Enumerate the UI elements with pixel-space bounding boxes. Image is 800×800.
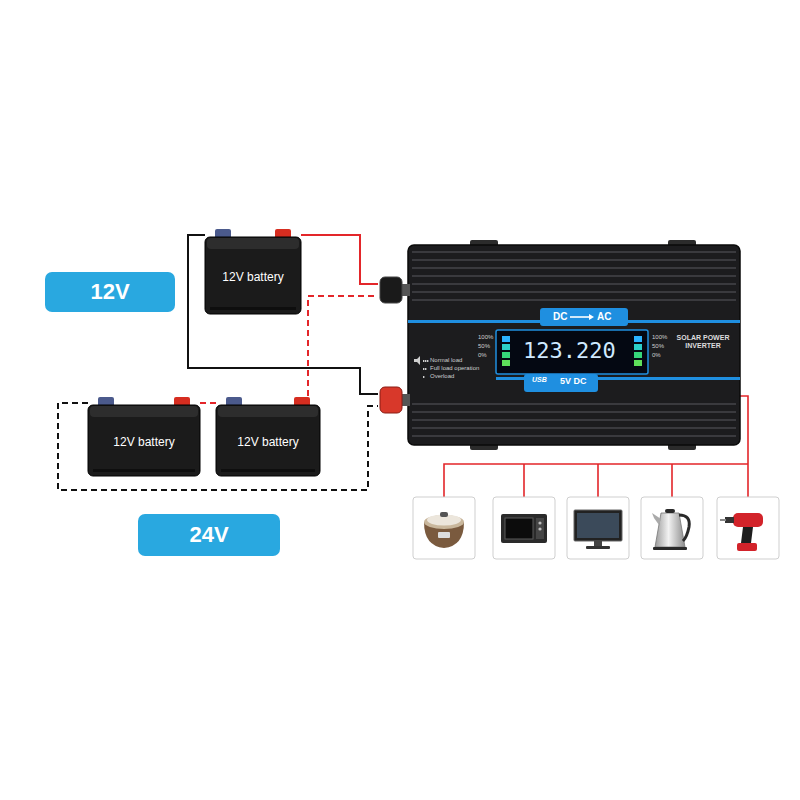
mode-label: DC: [553, 311, 567, 323]
voltage-tag: 12V: [45, 272, 175, 312]
drill-icon: [717, 497, 779, 559]
text-area: 12V battery: [205, 250, 301, 305]
lcd-readout: 123.220: [523, 338, 616, 363]
negative-wire: [188, 235, 378, 394]
negative-wire: [58, 403, 378, 490]
percent-label: 0%: [478, 352, 487, 359]
status-label: Overload: [430, 373, 454, 380]
percent-label: 100%: [478, 334, 493, 341]
battery: 12V battery: [216, 396, 320, 476]
battery: 12V battery: [205, 228, 301, 314]
percent-label: 0%: [652, 352, 661, 359]
battery-label: 12V battery: [113, 435, 174, 449]
mode-label: AC: [597, 311, 611, 323]
kettle-icon: [641, 497, 703, 559]
text-area: 24V: [138, 514, 280, 556]
microwave-icon: [493, 497, 555, 559]
text-area: 12V battery: [88, 418, 200, 467]
percent-label: 100%: [652, 334, 667, 341]
battery-label: 12V battery: [237, 435, 298, 449]
text-area: 12V battery: [216, 418, 320, 467]
percent-label: 50%: [652, 343, 664, 350]
rice-cooker-icon: [413, 497, 475, 559]
battery-label: 12V battery: [222, 270, 283, 284]
series-link-wire: [200, 402, 216, 404]
percent-label: 50%: [478, 343, 490, 350]
port-label: 5V DC: [560, 376, 587, 386]
voltage-tag: 24V: [138, 514, 280, 556]
voltage-label: 24V: [189, 522, 228, 548]
text-area: SOLAR POWER INVERTER: [674, 334, 732, 351]
tv-icon: [567, 497, 629, 559]
positive-wire: [308, 296, 378, 396]
battery: 12V battery: [88, 396, 200, 476]
product-name: SOLAR POWER INVERTER: [674, 334, 732, 351]
text-area: 12V: [45, 272, 175, 312]
status-label: Normal load: [430, 357, 462, 364]
usb-label: USB: [532, 376, 547, 384]
positive-wire: [301, 235, 378, 284]
status-label: Full load operation: [430, 365, 479, 372]
voltage-label: 12V: [90, 279, 129, 305]
